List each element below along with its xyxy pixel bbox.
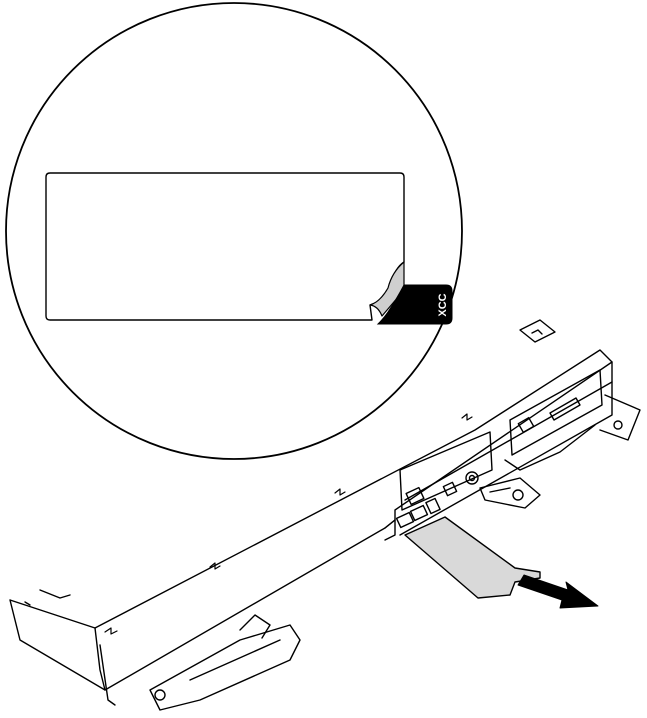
top-cover-left-edge	[9, 599, 106, 691]
xcc-tab	[376, 284, 453, 325]
server-node	[9, 319, 641, 711]
page-curl	[369, 261, 405, 317]
xcc-tab-label: XCC	[437, 293, 449, 316]
magnifier-callout: XCC	[5, 2, 463, 460]
pull-direction-arrow	[517, 574, 599, 609]
top-cover-edge	[94, 349, 613, 629]
front-face-right	[394, 361, 613, 536]
release-handle-left	[149, 624, 301, 711]
release-latch-right	[479, 477, 541, 509]
rear-module	[509, 369, 603, 456]
pull-out-tab	[404, 516, 541, 599]
label-card	[45, 172, 405, 321]
io-module	[399, 431, 493, 511]
